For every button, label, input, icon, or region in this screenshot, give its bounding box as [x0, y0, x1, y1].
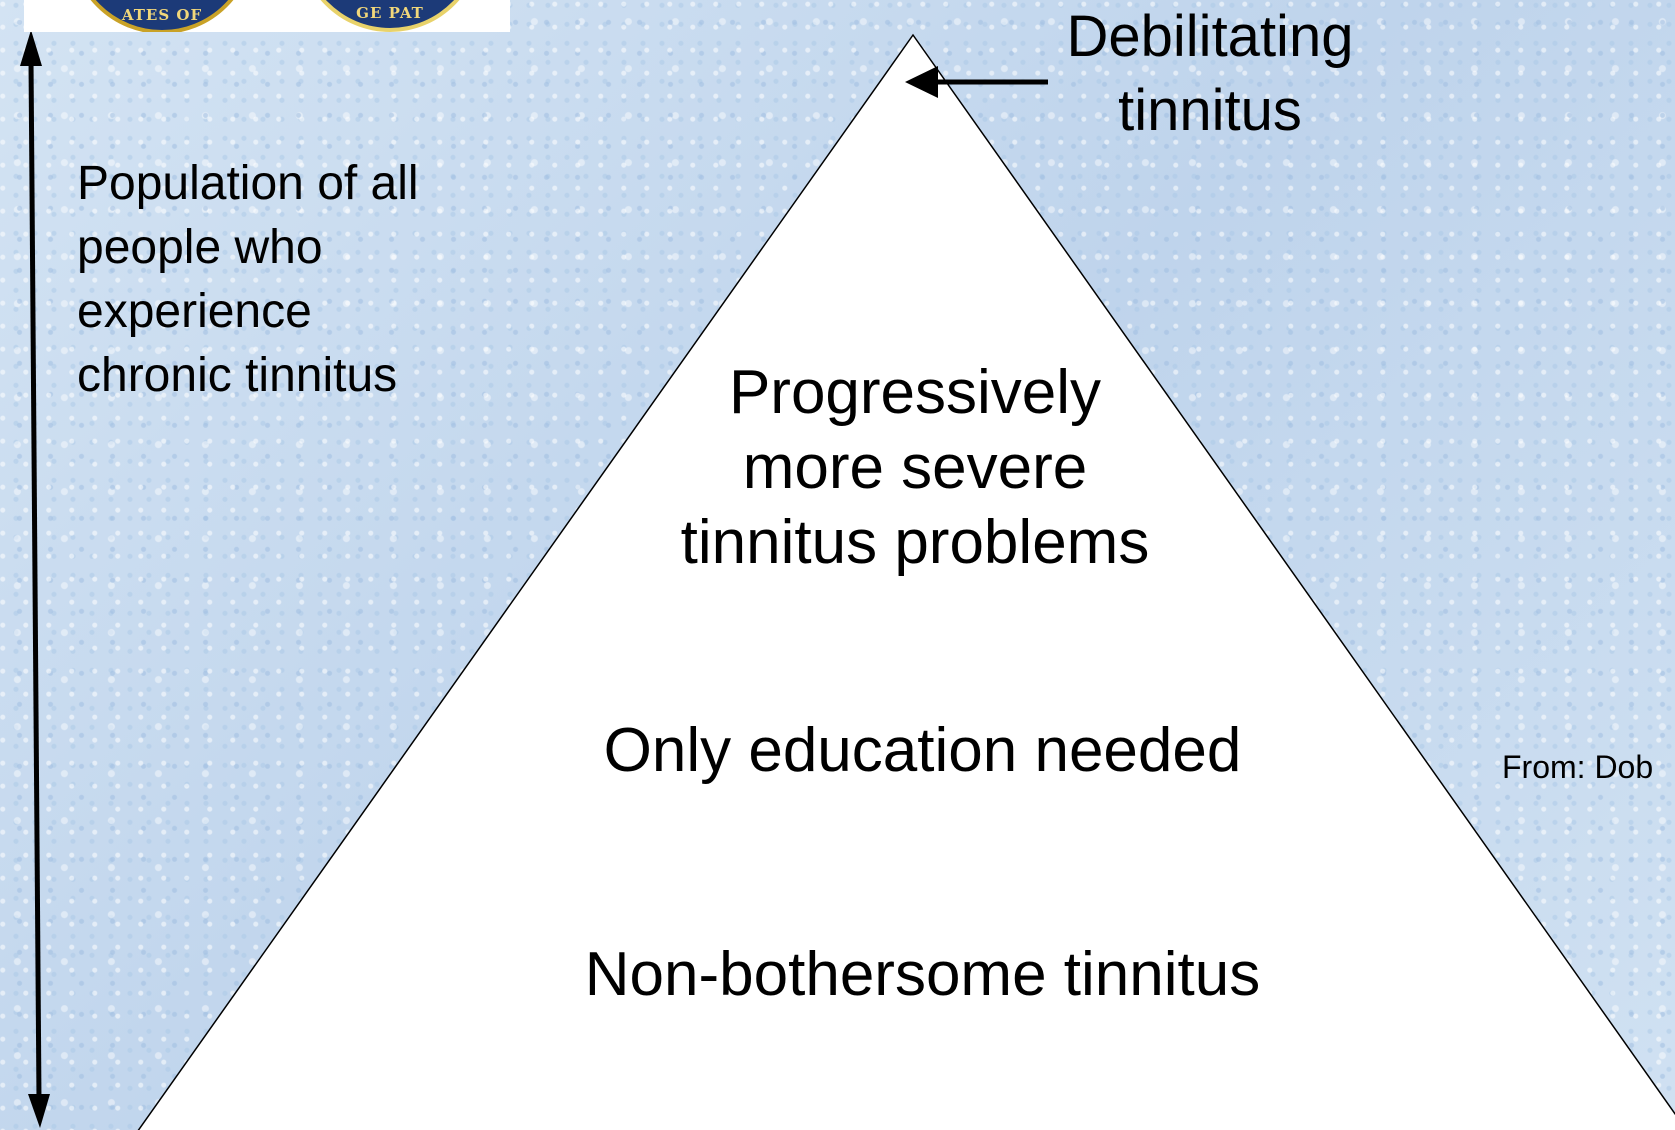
patch-seal-icon: GE PAT [298, 0, 482, 32]
vertical-double-arrow [20, 30, 50, 1128]
logo-left: ATES OF [24, 0, 264, 32]
arrow-up-head [20, 30, 42, 66]
source-citation: From: Dob [1502, 749, 1654, 785]
tier-top-label: Progressively more severe tinnitus probl… [680, 358, 1150, 577]
tier-bottom-label: Non-bothersome tinnitus [584, 940, 1261, 1009]
apex-label: Debilitating tinnitus [1066, 4, 1354, 143]
tier-middle-label: Only education needed [603, 716, 1242, 785]
logo-right: GE PAT [264, 0, 510, 32]
pyramid-triangle [137, 33, 1675, 1130]
population-axis-label: Population of all people who experience … [77, 157, 419, 402]
apex-pointer-arrow [905, 66, 1048, 98]
department-seal-icon: ATES OF [70, 0, 254, 32]
arrow-down-head [28, 1094, 50, 1128]
